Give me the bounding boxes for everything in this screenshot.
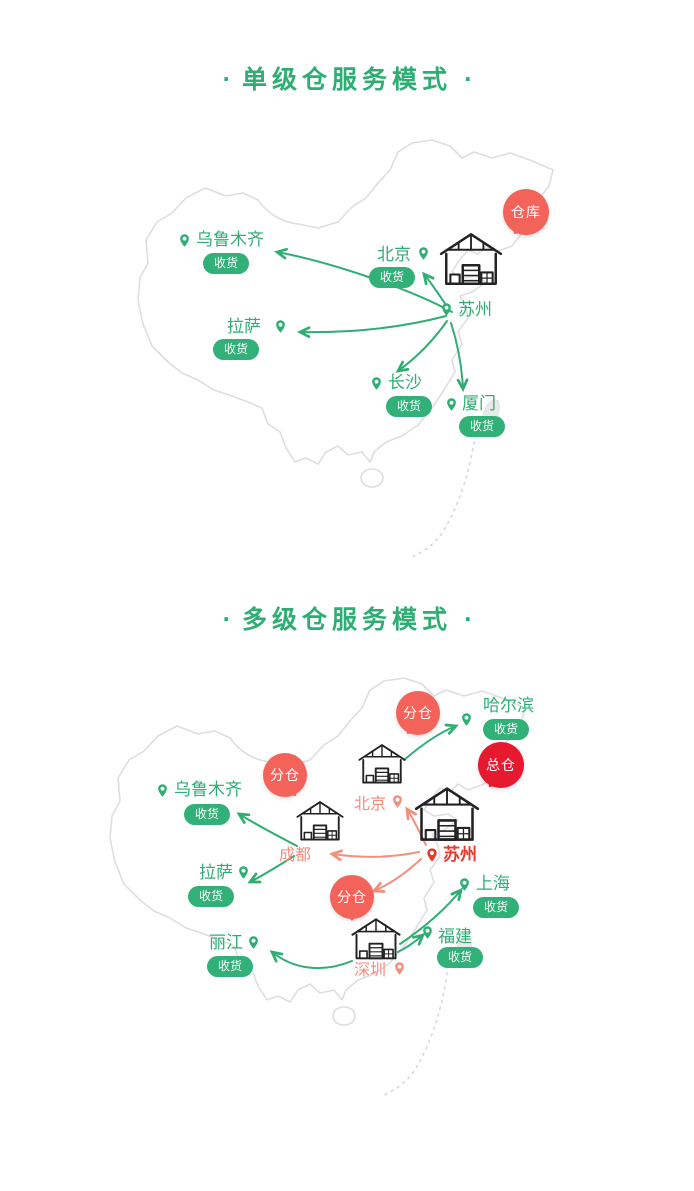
city-label: 乌鲁木齐 [196,230,264,250]
city-label: 拉萨 [199,863,233,883]
city-pin-icon [416,246,431,261]
receive-tag: 收货 [213,339,260,360]
receive-tag: 收货 [369,267,416,288]
city-pin-icon [273,319,288,334]
city-pin-icon [420,925,435,940]
receive-tag: 收货 [188,886,235,907]
branch-warehouse-bubble: 分仓 [396,691,440,735]
city-label: 北京 [377,245,411,265]
branch-bubble-label: 分仓 [337,890,367,906]
title-dot-icon: · [222,67,230,91]
main-warehouse-icon [413,782,481,844]
city-label: 哈尔滨 [483,696,534,716]
receive-tag: 收货 [483,719,530,740]
city-pin-icon [246,935,261,950]
receive-tag: 收货 [459,416,506,437]
receive-tag: 收货 [386,396,433,417]
city-pin-icon [155,783,170,798]
city-pin-icon [177,233,192,248]
suzhou-pin-icon [424,847,440,863]
china-map-single-mode [137,139,554,559]
warehouse-bubble: 仓库 [503,189,549,235]
city-label: 拉萨 [227,317,261,337]
branch-city-label: 深圳 [354,960,387,979]
receive-tag: 收货 [207,956,254,977]
city-label: 丽江 [209,933,243,953]
single-mode-title-text: 单级仓服务模式 [241,65,452,94]
hub-city-label: 苏州 [458,300,492,320]
receive-tag: 收货 [437,947,484,968]
city-label: 乌鲁木齐 [174,780,242,800]
main-bubble-label: 总仓 [486,758,516,774]
city-pin-icon [457,877,472,892]
warehouse-bubble-label: 仓库 [511,205,541,221]
branch-city-pin-icon [392,961,407,976]
branch-city-label: 成都 [279,845,312,864]
title-dot-icon: · [464,607,472,631]
receive-tag: 收货 [184,804,231,825]
main-warehouse-bubble: 总仓 [478,742,524,788]
branch-bubble-label: 分仓 [270,768,300,784]
multi-mode-title-text: 多级仓服务模式 [241,605,452,634]
title-dot-icon: · [464,67,472,91]
title-dot-icon: · [222,607,230,631]
city-pin-icon [236,865,251,880]
branch-warehouse-bubble: 分仓 [330,875,374,921]
city-label: 长沙 [388,373,422,393]
warehouse-icon [357,740,407,786]
city-label: 上海 [476,874,510,894]
multi-mode-title: · 多级仓服务模式 · [0,600,694,636]
single-mode-title: · 单级仓服务模式 · [0,60,694,96]
branch-bubble-label: 分仓 [403,706,433,722]
hub-city-label: 苏州 [443,845,477,865]
multi-mode-branch-to-city-arrows [236,723,463,970]
branch-warehouse-bubble: 分仓 [263,753,307,797]
branch-city-label: 北京 [354,794,387,813]
suzhou-pin-icon [439,302,454,317]
multi-mode-hub-to-branch-arrows [329,806,427,893]
city-pin-icon [444,397,459,412]
receive-tag: 收货 [473,897,520,918]
branch-city-pin-icon [390,794,405,809]
city-label: 厦门 [462,394,496,414]
city-pin-icon [459,712,474,727]
city-pin-icon [369,376,384,391]
city-label: 福建 [438,927,472,947]
warehouse-icon [295,797,345,843]
receive-tag: 收货 [203,253,250,274]
warehouse-icon [438,228,504,288]
